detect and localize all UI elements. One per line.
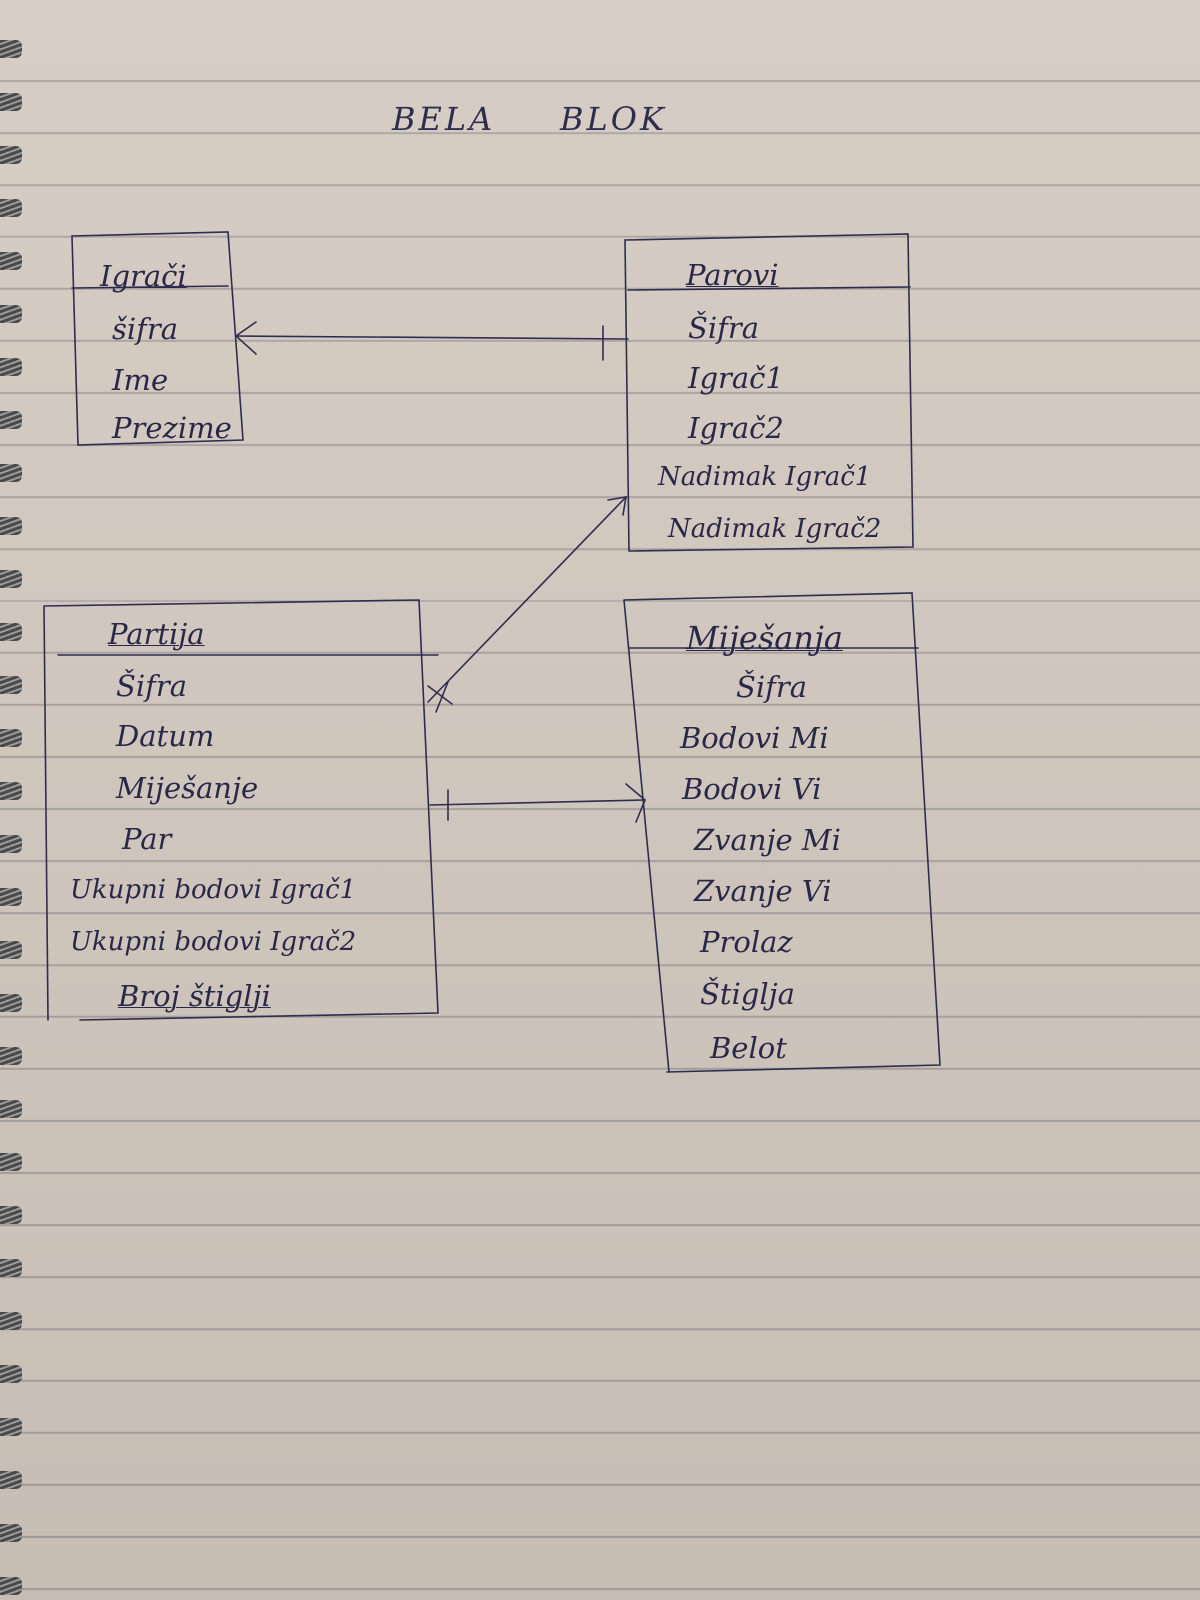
mijesanja-field-zvanje-vi: Zvanje Vi: [694, 874, 832, 908]
spiral-coil: [0, 1100, 22, 1118]
parovi-field-igrac2: Igrač2: [688, 411, 784, 445]
spiral-coil: [0, 994, 22, 1012]
partija-field-ukupni2: Ukupni bodovi Igrač2: [70, 927, 357, 957]
mijesanja-field-sifra: Šifra: [736, 670, 808, 704]
partija-field-datum: Datum: [116, 719, 215, 753]
spiral-coil: [0, 623, 22, 641]
spiral-coil: [0, 1365, 22, 1383]
partija-field-par: Par: [122, 822, 172, 856]
parovi-field-nadimak1: Nadimak Igrač1: [658, 462, 872, 492]
spiral-coil: [0, 411, 22, 429]
spiral-coil: [0, 40, 22, 58]
igraci-field-prezime: Prezime: [112, 411, 232, 445]
spiral-coil: [0, 1259, 22, 1277]
title-left: BELA: [392, 100, 496, 138]
entity-igraci-name: Igrači: [100, 259, 187, 293]
mijesanja-field-prolaz: Prolaz: [700, 925, 793, 959]
entity-partija-name: Partija: [108, 617, 205, 651]
spiral-coil: [0, 252, 22, 270]
spiral-coil: [0, 146, 22, 164]
spiral-binding: [0, 0, 26, 1600]
mijesanja-field-stiglja: Štiglja: [700, 977, 795, 1011]
partija-field-broj-stiglji: Broj štiglji: [118, 979, 271, 1013]
mijesanja-field-belot: Belot: [710, 1031, 787, 1065]
spiral-coil: [0, 358, 22, 376]
mijesanja-field-bodovi-vi: Bodovi Vi: [682, 772, 822, 806]
spiral-coil: [0, 782, 22, 800]
mijesanja-field-bodovi-mi: Bodovi Mi: [680, 721, 829, 755]
partija-field-ukupni1: Ukupni bodovi Igrač1: [70, 875, 357, 905]
title-right: BLOK: [560, 100, 667, 138]
spiral-coil: [0, 1577, 22, 1595]
spiral-coil: [0, 1047, 22, 1065]
igraci-field-ime: Ime: [112, 363, 169, 397]
spiral-coil: [0, 1312, 22, 1330]
spiral-coil: [0, 517, 22, 535]
spiral-coil: [0, 1418, 22, 1436]
spiral-coil: [0, 1471, 22, 1489]
spiral-coil: [0, 199, 22, 217]
spiral-coil: [0, 1206, 22, 1224]
spiral-coil: [0, 729, 22, 747]
spiral-coil: [0, 464, 22, 482]
spiral-coil: [0, 93, 22, 111]
spiral-coil: [0, 676, 22, 694]
igraci-field-sifra: šifra: [112, 312, 179, 346]
mijesanja-field-zvanje-mi: Zvanje Mi: [694, 823, 841, 857]
spiral-coil: [0, 570, 22, 588]
entity-mijesanja-name: Miješanja: [686, 619, 843, 657]
spiral-coil: [0, 941, 22, 959]
parovi-field-sifra: Šifra: [688, 311, 760, 345]
spiral-coil: [0, 835, 22, 853]
entity-parovi-name: Parovi: [686, 258, 779, 292]
parovi-field-nadimak2: Nadimak Igrač2: [668, 514, 882, 544]
partija-field-sifra: Šifra: [116, 669, 188, 703]
spiral-coil: [0, 1153, 22, 1171]
spiral-coil: [0, 888, 22, 906]
spiral-coil: [0, 305, 22, 323]
parovi-field-igrac1: Igrač1: [688, 361, 784, 395]
spiral-coil: [0, 1524, 22, 1542]
partija-field-mijesanje: Miješanje: [116, 771, 259, 805]
